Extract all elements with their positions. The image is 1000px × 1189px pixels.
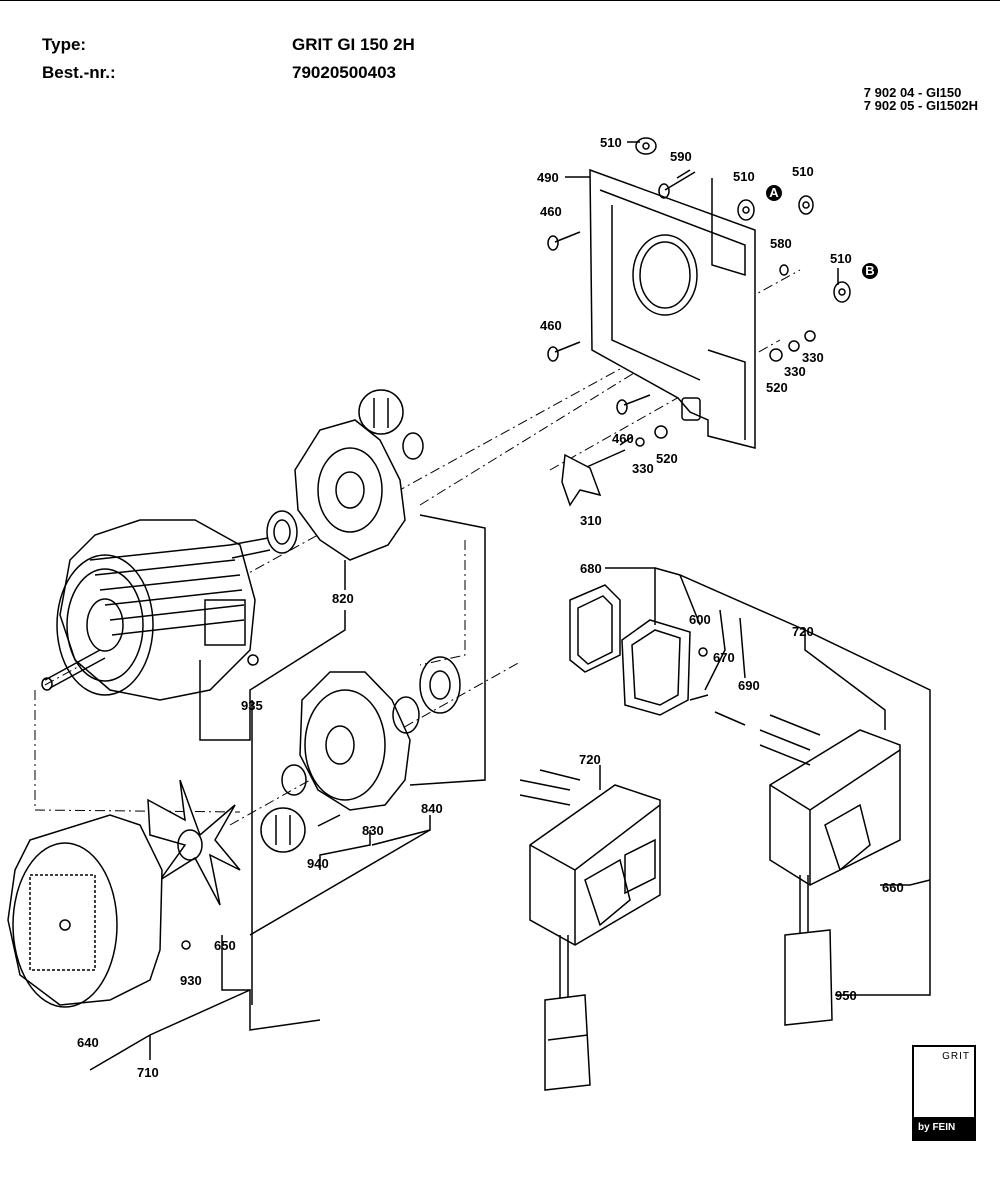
model-reference: 7 902 04 - GI150 [863, 85, 962, 100]
part-label: 330 [784, 364, 806, 379]
part-label: 510 [600, 135, 622, 150]
leader-lines [89, 141, 931, 1071]
logo-brand: GRIT [942, 1051, 970, 1062]
part-label: 600 [689, 612, 711, 627]
marker-b [862, 263, 878, 279]
part-label: 510 [792, 164, 814, 179]
part-label: 820 [332, 591, 354, 606]
type-value: GRIT GI 150 2H [292, 35, 415, 54]
part-label: 520 [766, 380, 788, 395]
type-label: Type: [42, 35, 87, 54]
part-label: 460 [540, 204, 562, 219]
grit-logo: GRIT by FEIN [912, 1045, 976, 1141]
terminal-box [569, 584, 746, 726]
part-label: 720 [579, 752, 601, 767]
marker-a-label: A [769, 185, 779, 200]
part-label: 640 [77, 1035, 99, 1050]
part-label: 590 [670, 149, 692, 164]
model-references: 7 902 04 - GI150 7 902 05 - GI1502H [864, 86, 978, 112]
part-label: 650 [214, 938, 236, 953]
mounting-plate [589, 168, 756, 449]
part-label: 670 [713, 650, 735, 665]
part-label: 660 [882, 880, 904, 895]
part-label: 940 [307, 856, 329, 871]
part-label: 330 [802, 350, 824, 365]
part-label: 840 [421, 801, 443, 816]
part-label: 930 [180, 973, 202, 988]
part-label: 720 [792, 624, 814, 639]
part-label: 520 [656, 451, 678, 466]
marker-a [766, 185, 782, 201]
end-shield-front [260, 656, 461, 853]
cooling-fan [147, 779, 241, 906]
plate-hardware [547, 137, 851, 447]
part-label: 460 [612, 431, 634, 446]
motor-housing [41, 519, 271, 701]
logo-footer: by FEIN [914, 1117, 974, 1139]
order-number-value: 79020500403 [292, 63, 397, 82]
part-label: 580 [770, 236, 792, 251]
part-label: 510 [733, 169, 755, 184]
clamping-knob [561, 449, 626, 507]
fan-cover [7, 814, 191, 1008]
part-label: 935 [241, 698, 263, 713]
part-label: 950 [835, 988, 857, 1003]
part-label: 690 [738, 678, 760, 693]
part-label: 310 [580, 513, 602, 528]
model-reference: 7 902 05 - GI1502H [863, 98, 978, 113]
part-label: 710 [137, 1065, 159, 1080]
part-label: 490 [537, 170, 559, 185]
switch-box-right [759, 714, 901, 1026]
order-number-label: Best.-nr.: [42, 63, 116, 82]
part-label: 830 [362, 823, 384, 838]
top-rule [0, 0, 1000, 1]
end-shield-rear [266, 389, 424, 561]
marker-b-label: B [865, 263, 874, 278]
switch-box-left [519, 769, 661, 1091]
part-label: 510 [830, 251, 852, 266]
part-label: 330 [632, 461, 654, 476]
part-label: 680 [580, 561, 602, 576]
part-label: 460 [540, 318, 562, 333]
